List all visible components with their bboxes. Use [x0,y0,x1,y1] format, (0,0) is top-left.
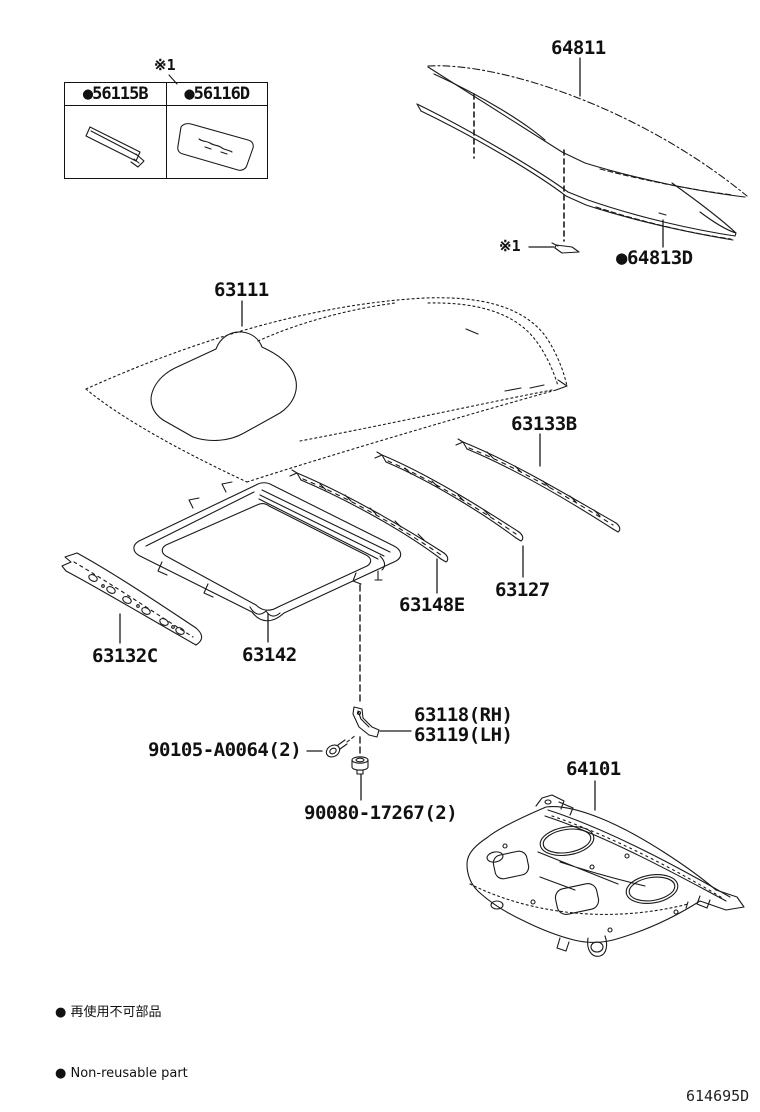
roof-panel-drawing [85,297,568,483]
parts-table-body [65,106,267,178]
parts-table-header: ●56115B ●56116D [65,83,267,106]
callout-90105[interactable]: 90105-A0064(2) [148,739,302,761]
sunroof-frame-drawing [133,481,402,622]
roof-bow-rear-63133B-drawing [455,438,621,533]
hardware-drawing [325,584,380,775]
retainer-56115B-drawing [85,126,145,168]
callout-64811[interactable]: 64811 [551,37,606,59]
callout-63133B[interactable]: 63133B [511,413,577,435]
leader-lines [119,57,664,811]
part-cell-56116D[interactable]: ●56116D [165,83,268,105]
diagram-code: 614695D [686,1087,750,1105]
callout-64813D[interactable]: ●64813D [616,247,693,269]
callout-63118-rh[interactable]: 63118(RH) [414,704,513,726]
legend-line-en: ● Non-reusable part [55,1065,188,1081]
callout-63132C[interactable]: 63132C [92,645,158,667]
callout-90080[interactable]: 90080-17267(2) [304,802,458,824]
package-tray-drawing [466,794,745,957]
callout-64101[interactable]: 64101 [566,758,621,780]
part-image-56115B [65,106,166,178]
roof-bow-front-63148E-drawing [289,469,449,563]
callout-63127[interactable]: 63127 [495,579,550,601]
callout-63119-lh[interactable]: 63119(LH) [414,724,513,746]
substitute-parts-table: ●56115B ●56116D [64,82,268,179]
legend: ● 再使用不可部品 ● Non-reusable part [55,963,188,1112]
table-ref-mark: ※1 [154,56,176,74]
roof-bow-center-63127-drawing [374,451,524,542]
legend-line-jp: ● 再使用不可部品 [55,1005,162,1021]
name-plate-56116D-drawing [177,123,254,171]
callout-63142[interactable]: 63142 [242,644,297,666]
callout-63111[interactable]: 63111 [214,279,269,301]
glass-ref-mark: ※1 [499,237,521,255]
part-cell-56115B[interactable]: ●56115B [82,84,149,104]
part-image-56116D [165,106,268,178]
callout-63148E[interactable]: 63148E [399,594,465,616]
header-panel-drawing [61,552,203,646]
back-glass-drawing [416,65,748,254]
